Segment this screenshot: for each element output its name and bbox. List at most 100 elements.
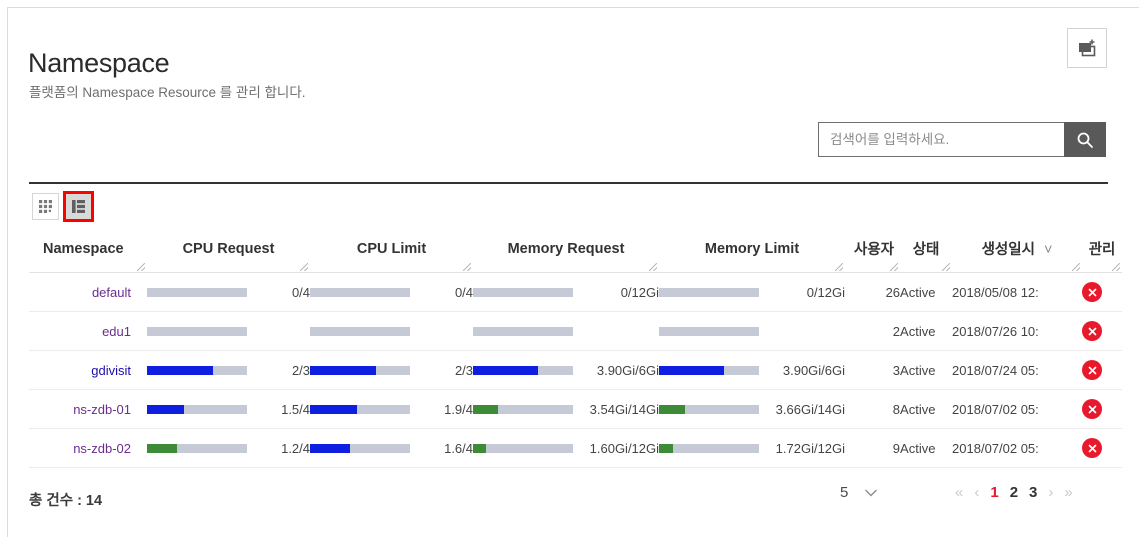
status-badge: Active — [900, 311, 953, 351]
memory-request-label — [581, 311, 660, 351]
column-resize-handle[interactable] — [890, 263, 899, 271]
actions-cell — [1082, 350, 1123, 390]
column-header-namespace[interactable]: Namespace — [29, 228, 147, 273]
column-header-actions[interactable]: 관리 — [1082, 228, 1123, 273]
cpu-limit-bar-cell — [310, 428, 419, 468]
cpu-request-progress-bar — [147, 365, 247, 375]
created-date: 2018/07/26 10: — [952, 311, 1083, 351]
column-header-created[interactable]: 생성일시 ˅ — [952, 228, 1083, 273]
cpu-limit-label: 2/3 — [418, 350, 474, 390]
actions-cell — [1082, 311, 1123, 351]
memory-limit-progress-bar — [659, 365, 760, 375]
memory-limit-label — [767, 311, 846, 351]
memory-limit-label: 3.66Gi/14Gi — [767, 389, 846, 429]
column-header-cpu-request[interactable]: CPU Request — [147, 228, 311, 273]
column-resize-handle[interactable] — [1072, 263, 1081, 271]
column-resize-handle[interactable] — [1112, 263, 1121, 271]
memory-request-label: 3.54Gi/14Gi — [581, 389, 660, 429]
column-resize-handle[interactable] — [463, 263, 472, 271]
memory-limit-progress-bar — [659, 326, 760, 336]
cpu-request-label: 2/3 — [255, 350, 311, 390]
cpu-request-progress-bar — [147, 404, 247, 414]
column-header-memory-limit[interactable]: Memory Limit — [659, 228, 846, 273]
delete-button[interactable] — [1082, 438, 1103, 458]
delete-button[interactable] — [1082, 399, 1103, 419]
column-resize-handle[interactable] — [137, 263, 145, 271]
grid-view-button[interactable] — [32, 193, 59, 220]
column-header-cpu-limit[interactable]: CPU Limit — [310, 228, 474, 273]
cpu-limit-label: 0/4 — [418, 272, 474, 312]
table-top-rule — [29, 182, 1108, 184]
actions-cell — [1082, 389, 1123, 429]
column-resize-handle[interactable] — [942, 263, 951, 271]
column-resize-handle[interactable] — [300, 263, 309, 271]
cpu-limit-progress-bar — [310, 287, 411, 297]
memory-limit-bar-cell — [659, 350, 768, 390]
users-count: 2 — [845, 311, 901, 351]
memory-limit-label: 3.90Gi/6Gi — [767, 350, 846, 390]
users-count: 26 — [845, 272, 901, 312]
status-badge: Active — [900, 272, 953, 312]
namespace-link[interactable]: default — [91, 284, 131, 300]
search-input[interactable] — [818, 122, 1064, 157]
memory-request-progress-bar — [473, 326, 574, 336]
pagination-page-1[interactable]: 1 — [990, 484, 999, 501]
users-count: 8 — [845, 389, 901, 429]
memory-limit-progress-bar — [659, 443, 760, 453]
chevron-down-icon — [865, 489, 878, 496]
list-view-icon — [72, 200, 85, 213]
cpu-request-label: 0/4 — [255, 272, 311, 312]
delete-button[interactable] — [1082, 360, 1103, 380]
memory-request-bar-cell — [473, 389, 582, 429]
memory-request-bar-cell — [473, 311, 582, 351]
column-header-users[interactable]: 사용자 — [845, 228, 901, 273]
namespace-table: Namespace CPU Request CPU Limit Memory R… — [29, 228, 1123, 468]
namespace-link[interactable]: gdivisit — [91, 362, 131, 378]
cpu-limit-progress-bar — [310, 443, 411, 453]
namespace-link[interactable]: ns-zdb-02 — [73, 440, 131, 456]
status-badge: Active — [900, 389, 953, 429]
created-date: 2018/07/24 05: — [952, 350, 1083, 390]
new-namespace-button[interactable] — [1067, 28, 1107, 68]
cpu-limit-progress-bar — [310, 326, 411, 336]
column-header-status[interactable]: 상태 — [900, 228, 953, 273]
cpu-request-label: 1.5/4 — [255, 389, 311, 429]
pagination-prev[interactable]: ‹ — [974, 484, 980, 501]
page-description: 플랫폼의 Namespace Resource 를 관리 합니다. — [29, 85, 306, 100]
pagination-page-2[interactable]: 2 — [1009, 484, 1019, 501]
cpu-request-label — [255, 311, 311, 351]
cpu-request-progress-bar — [147, 443, 247, 453]
delete-button[interactable] — [1082, 321, 1103, 341]
column-header-memory-request[interactable]: Memory Request — [473, 228, 660, 273]
memory-request-progress-bar — [473, 365, 574, 375]
search-button[interactable] — [1064, 122, 1106, 157]
close-icon — [1088, 366, 1096, 374]
created-date: 2018/05/08 12: — [952, 272, 1083, 312]
pagination-last[interactable]: » — [1064, 484, 1073, 501]
cpu-limit-bar-cell — [310, 311, 419, 351]
column-resize-handle[interactable] — [835, 263, 844, 271]
cpu-limit-bar-cell — [310, 389, 419, 429]
memory-limit-label: 0/12Gi — [767, 272, 846, 312]
created-date: 2018/07/02 05: — [952, 428, 1083, 468]
close-icon — [1088, 327, 1096, 335]
cpu-request-bar-cell — [147, 272, 255, 312]
pagination-first[interactable]: « — [955, 484, 964, 501]
namespace-link[interactable]: ns-zdb-01 — [73, 401, 131, 417]
page-size-value: 5 — [840, 484, 849, 501]
namespace-link[interactable]: edu1 — [102, 323, 131, 339]
column-resize-handle[interactable] — [649, 263, 658, 271]
table-header-row: Namespace CPU Request CPU Limit Memory R… — [29, 228, 1123, 273]
page-size-select[interactable]: 5 — [840, 484, 878, 501]
cpu-limit-label — [418, 311, 474, 351]
list-view-button[interactable] — [63, 191, 94, 222]
close-icon — [1088, 288, 1096, 296]
users-count: 3 — [845, 350, 901, 390]
delete-button[interactable] — [1082, 282, 1103, 302]
pagination-next[interactable]: › — [1048, 484, 1054, 501]
status-badge: Active — [900, 428, 953, 468]
pagination-page-3[interactable]: 3 — [1029, 484, 1038, 501]
